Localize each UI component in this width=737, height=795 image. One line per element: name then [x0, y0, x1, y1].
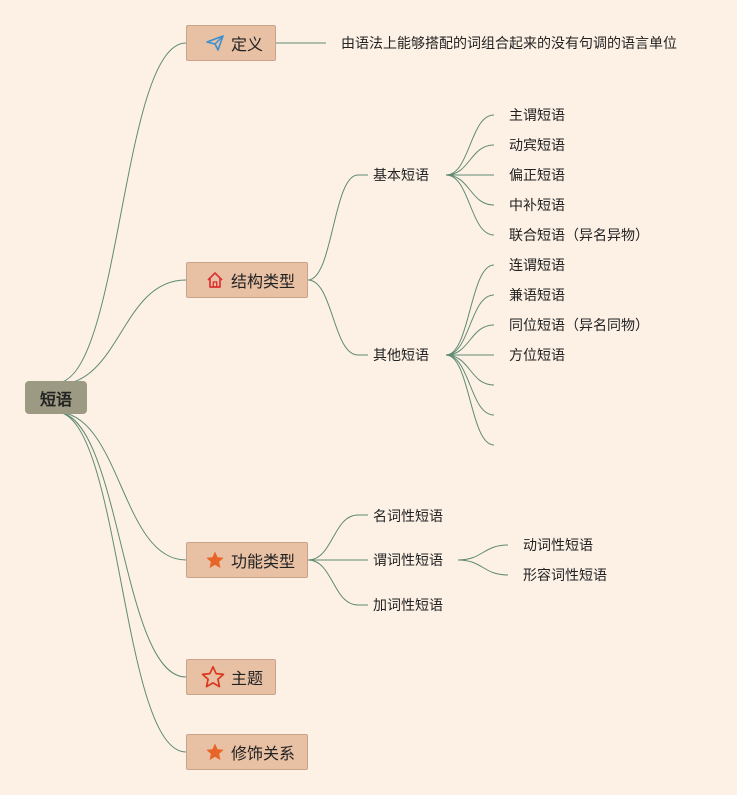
edge-root-definition — [55, 42, 187, 384]
star-filled-icon — [205, 742, 225, 762]
predicate-subitem[interactable]: 动词性短语 — [523, 538, 593, 554]
edge-basic-item — [445, 114, 495, 176]
noun-phrase-label[interactable]: 名词性短语 — [373, 509, 443, 525]
edge-structure-other — [307, 279, 359, 356]
edge-other-item — [445, 324, 495, 356]
root-label: 短语 — [39, 389, 72, 409]
star-outline-icon — [201, 665, 225, 689]
predicate-subitem[interactable]: 形容词性短语 — [523, 568, 607, 584]
other-phrase-item[interactable]: 同位短语（异名同物） — [509, 318, 649, 334]
basic-phrase-item[interactable]: 中补短语 — [509, 198, 565, 214]
predicate-phrase-label[interactable]: 谓词性短语 — [373, 553, 443, 569]
definition-node[interactable]: 定义 — [186, 25, 276, 61]
edge-other-item — [445, 354, 495, 416]
basic-phrase-item[interactable]: 主谓短语 — [509, 108, 565, 124]
basic-phrase-item[interactable]: 联合短语（异名异物） — [509, 228, 649, 244]
basic-phrase-item[interactable]: 动宾短语 — [509, 138, 565, 154]
basic-phrase-item[interactable]: 偏正短语 — [509, 168, 565, 184]
edge-root-function — [55, 411, 187, 561]
edge-root-modifier — [55, 411, 187, 753]
edge-other-item — [445, 354, 495, 446]
house-icon — [205, 270, 225, 290]
function-type-label: 功能类型 — [231, 552, 296, 571]
edge-function-noun — [307, 514, 359, 561]
edge-verb-sub — [457, 559, 509, 576]
basic-phrase-label[interactable]: 基本短语 — [373, 168, 429, 184]
structure-type-label: 结构类型 — [231, 272, 296, 291]
topic-node[interactable]: 主题 — [186, 659, 276, 695]
definition-text: 由语法上能够搭配的词组合起来的没有句调的语言单位 — [341, 36, 677, 52]
other-phrase-label[interactable]: 其他短语 — [373, 348, 429, 364]
modifier-label: 修饰关系 — [231, 744, 296, 763]
edge-basic-item — [445, 174, 495, 236]
edge-other-item — [445, 294, 495, 356]
star-filled-icon — [205, 550, 225, 570]
edge-root-structure — [55, 279, 187, 386]
edge-function-adverb — [307, 559, 359, 606]
edge-basic-item — [445, 174, 495, 206]
edge-other-item — [445, 264, 495, 356]
structure-type-node[interactable]: 结构类型 — [186, 262, 308, 298]
edge-verb-sub — [457, 544, 509, 561]
edge-basic-item — [445, 144, 495, 176]
paper-plane-icon — [205, 33, 225, 53]
other-phrase-item[interactable]: 方位短语 — [509, 348, 565, 364]
function-type-node[interactable]: 功能类型 — [186, 542, 308, 578]
definition-label: 定义 — [231, 35, 264, 54]
additive-phrase-label[interactable]: 加词性短语 — [373, 598, 443, 614]
edge-structure-basic — [307, 174, 359, 281]
edge-root-topic — [55, 411, 187, 678]
modifier-node[interactable]: 修饰关系 — [186, 734, 308, 770]
edge-other-item — [445, 354, 495, 386]
topic-label: 主题 — [231, 669, 264, 688]
other-phrase-item[interactable]: 兼语短语 — [509, 288, 565, 304]
root-node[interactable]: 短语 — [25, 381, 87, 414]
other-phrase-item[interactable]: 连谓短语 — [509, 258, 565, 274]
